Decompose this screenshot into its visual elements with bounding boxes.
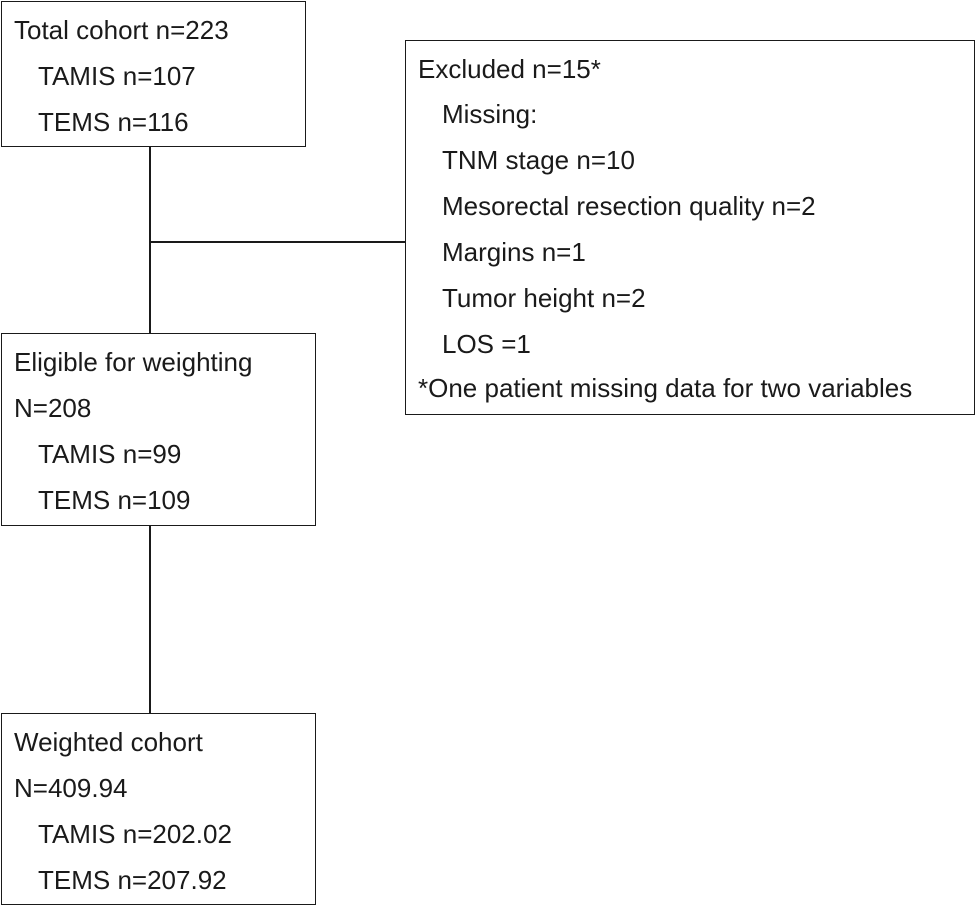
weighted-title: Weighted cohort	[14, 727, 203, 757]
eligible-total: N=208	[14, 393, 92, 423]
connector-to-excluded	[149, 241, 406, 243]
excluded-footnote: *One patient missing data for two variab…	[418, 373, 913, 403]
excluded-mesorectal-quality: Mesorectal resection quality n=2	[442, 191, 816, 221]
weighted-tems: TEMS n=207.92	[38, 865, 227, 895]
weighted-box: Weighted cohort N=409.94 TAMIS n=202.02 …	[1, 713, 316, 905]
total-cohort-title: Total cohort n=223	[14, 15, 229, 45]
excluded-box: Excluded n=15* Missing: TNM stage n=10 M…	[405, 40, 975, 415]
connector-total-to-eligible	[149, 146, 151, 334]
eligible-box: Eligible for weighting N=208 TAMIS n=99 …	[1, 333, 316, 526]
eligible-tamis: TAMIS n=99	[38, 439, 182, 469]
weighted-total: N=409.94	[14, 773, 128, 803]
excluded-tumor-height: Tumor height n=2	[442, 283, 646, 313]
excluded-margins: Margins n=1	[442, 237, 586, 267]
eligible-tems: TEMS n=109	[38, 485, 191, 515]
total-cohort-tems: TEMS n=116	[38, 107, 189, 137]
excluded-missing-label: Missing:	[442, 99, 538, 129]
total-cohort-box: Total cohort n=223 TAMIS n=107 TEMS n=11…	[1, 1, 306, 147]
weighted-tamis: TAMIS n=202.02	[38, 819, 232, 849]
connector-eligible-to-weighted	[149, 525, 151, 714]
total-cohort-tamis: TAMIS n=107	[38, 61, 196, 91]
excluded-los: LOS =1	[442, 329, 531, 359]
excluded-title: Excluded n=15*	[418, 54, 601, 84]
eligible-title: Eligible for weighting	[14, 347, 253, 377]
excluded-tnm-stage: TNM stage n=10	[442, 145, 635, 175]
